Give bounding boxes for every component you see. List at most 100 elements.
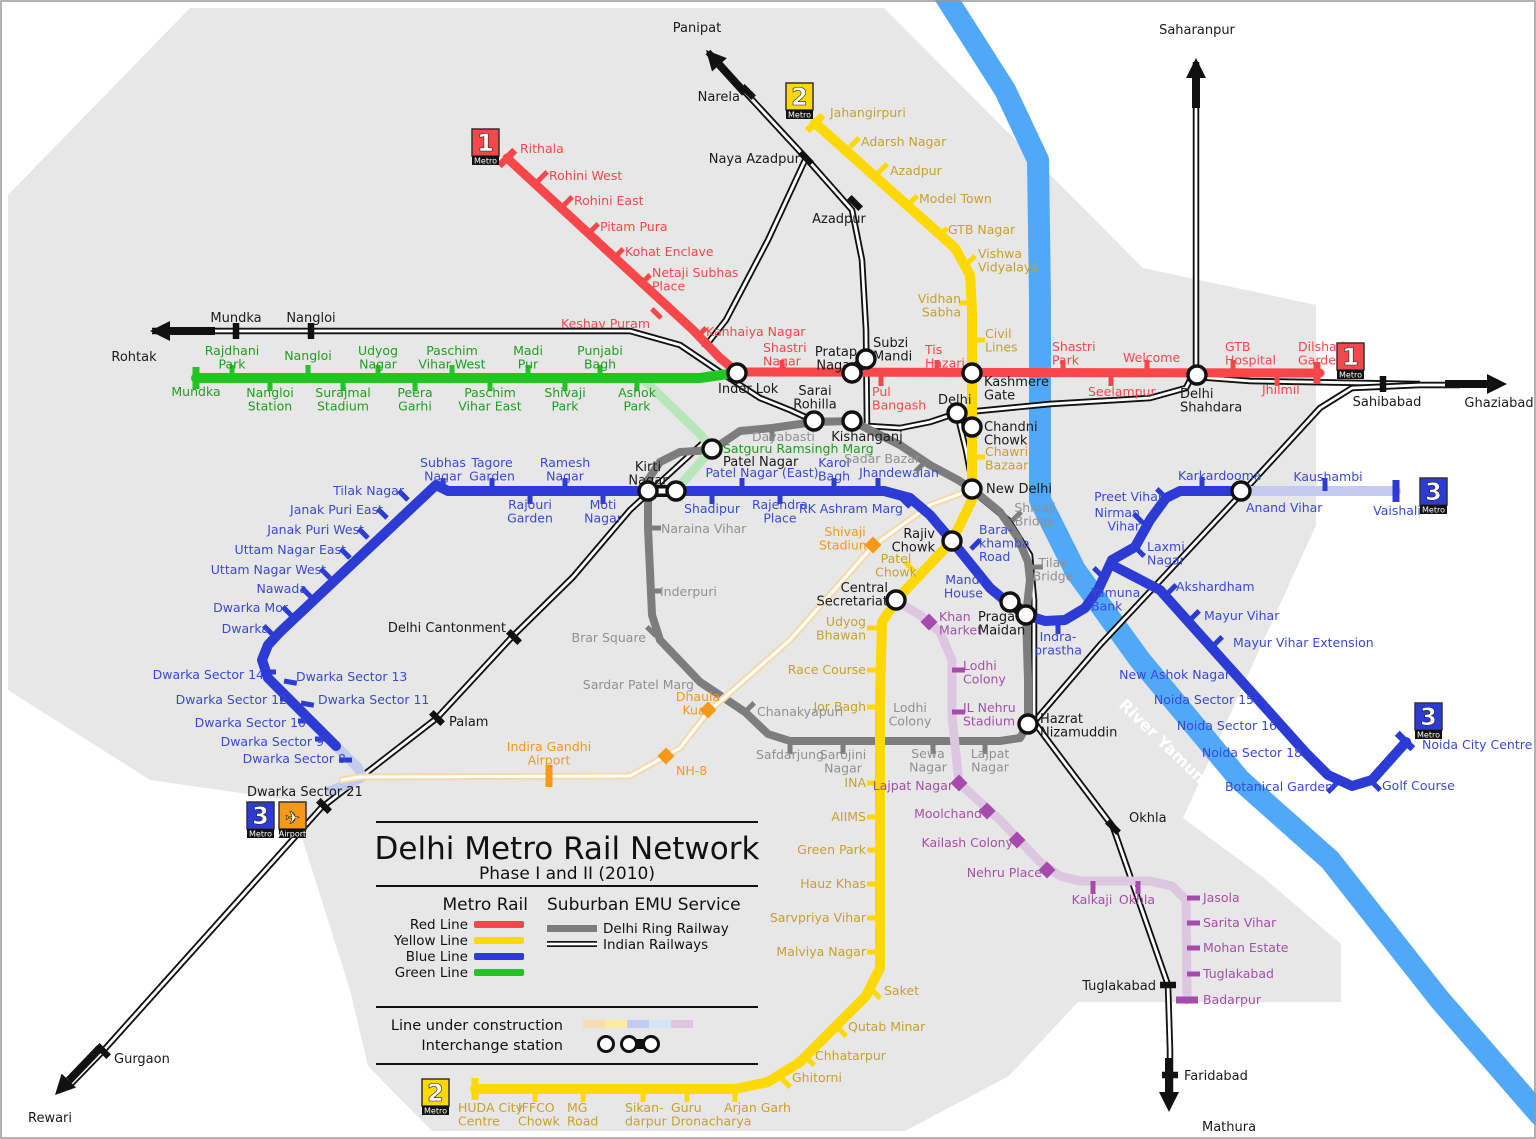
interchange-station-circle: [941, 530, 963, 552]
station-label: Rithala: [520, 141, 564, 156]
legend-uc-swatch: [671, 1020, 693, 1028]
station-label: Dwarka Sector 9: [221, 734, 324, 749]
station-label: Vaishali: [1373, 503, 1421, 518]
station-tick: [281, 605, 294, 618]
station-label: Inderpuri: [660, 584, 717, 599]
station-label: Jhilmil: [1261, 382, 1300, 397]
svg-text:3: 3: [1425, 478, 1442, 506]
station-welcome: Welcome: [1123, 350, 1180, 373]
station-kanhaiya-nagar: Kanhaiya Nagar: [695, 324, 806, 339]
station-tick: [1294, 739, 1307, 752]
station-azadpur-rail: Azadpur: [812, 195, 867, 227]
interchange-station-circle: [701, 438, 723, 460]
station-label: New Ashok Nagar: [1119, 667, 1231, 682]
station-pitam-pura: Pitam Pura: [587, 219, 668, 235]
station-tick: [397, 489, 410, 502]
station-label: Dwarka Sector 11: [318, 692, 429, 707]
station-rohini-west: Rohini West: [536, 168, 622, 183]
svg-text:Metro: Metro: [474, 157, 497, 166]
station-label: Kishanganj: [831, 430, 902, 445]
legend-interchange-icon: [597, 1035, 615, 1053]
station-label: Qutab Minar: [848, 1019, 926, 1034]
station-new-delhi: New Delhi: [986, 482, 1052, 497]
station-tick: [695, 326, 708, 339]
railway-line-core: [1032, 383, 1460, 723]
station-label: Saket: [884, 983, 919, 998]
station-gurgaon: Gurgaon: [95, 1043, 170, 1067]
station-label: Sadar Bazar: [844, 451, 921, 466]
station-label: Malviya Nagar: [776, 944, 866, 959]
station-label: Tuglakabad: [1202, 966, 1274, 981]
interchange-station-circle: [665, 480, 687, 502]
railway-line-core: [706, 51, 869, 427]
station-noida-sector-18: Noida Sector 18: [1202, 739, 1307, 760]
station-diamond: [978, 802, 996, 820]
legend-uc-swatch: [627, 1020, 649, 1028]
station-label: Rohini West: [549, 168, 622, 183]
station-tick: [1394, 730, 1416, 752]
station-label: Noida Sector 16: [1177, 718, 1277, 733]
station-kohat-enclave: Kohat Enclave: [612, 244, 714, 260]
station-tick: [587, 222, 600, 235]
legend-interchange-label: Interchange station: [421, 1038, 563, 1054]
station-label: Sarita Vihar: [1203, 915, 1277, 930]
station-label: Moolchand: [914, 806, 982, 821]
station-okhla: Okhla: [1119, 881, 1155, 907]
station-tick: [976, 574, 989, 587]
station-label: Uttam Nagar East: [235, 542, 347, 557]
station-diamond: [1008, 831, 1026, 849]
station-tick: [903, 560, 916, 573]
station-rewari: Rewari: [28, 1111, 72, 1126]
station-brar-square: Brar Square: [572, 625, 658, 645]
station-tick: [804, 112, 826, 134]
station-label: Kailash Colony: [922, 835, 1014, 850]
station-label: Nangloi: [284, 348, 331, 363]
station-patel-nagar: Patel Nagar: [723, 455, 799, 470]
station-label: Noida Sector 15: [1154, 692, 1254, 707]
station-uttam-nagar-west: Uttam Nagar West: [211, 562, 332, 580]
station-janak-puri-west: Janak Puri West: [266, 522, 370, 540]
station-label: NH-8: [676, 763, 707, 778]
station-label: Karkardooma: [1178, 468, 1261, 483]
station-sikandarpur: Sikan-darpur: [625, 1089, 668, 1129]
river-yamuna: [934, 0, 1536, 1126]
delhi-area-shape: [8, 8, 1341, 1131]
svg-text:1: 1: [1342, 343, 1359, 371]
station-label: Tilak Nagar: [332, 483, 405, 498]
legend-blue-swatch: [474, 953, 524, 960]
station-tick: [798, 150, 814, 166]
station-label: Azadpur: [812, 212, 866, 227]
station-label: Anand Vihar: [1246, 500, 1323, 515]
